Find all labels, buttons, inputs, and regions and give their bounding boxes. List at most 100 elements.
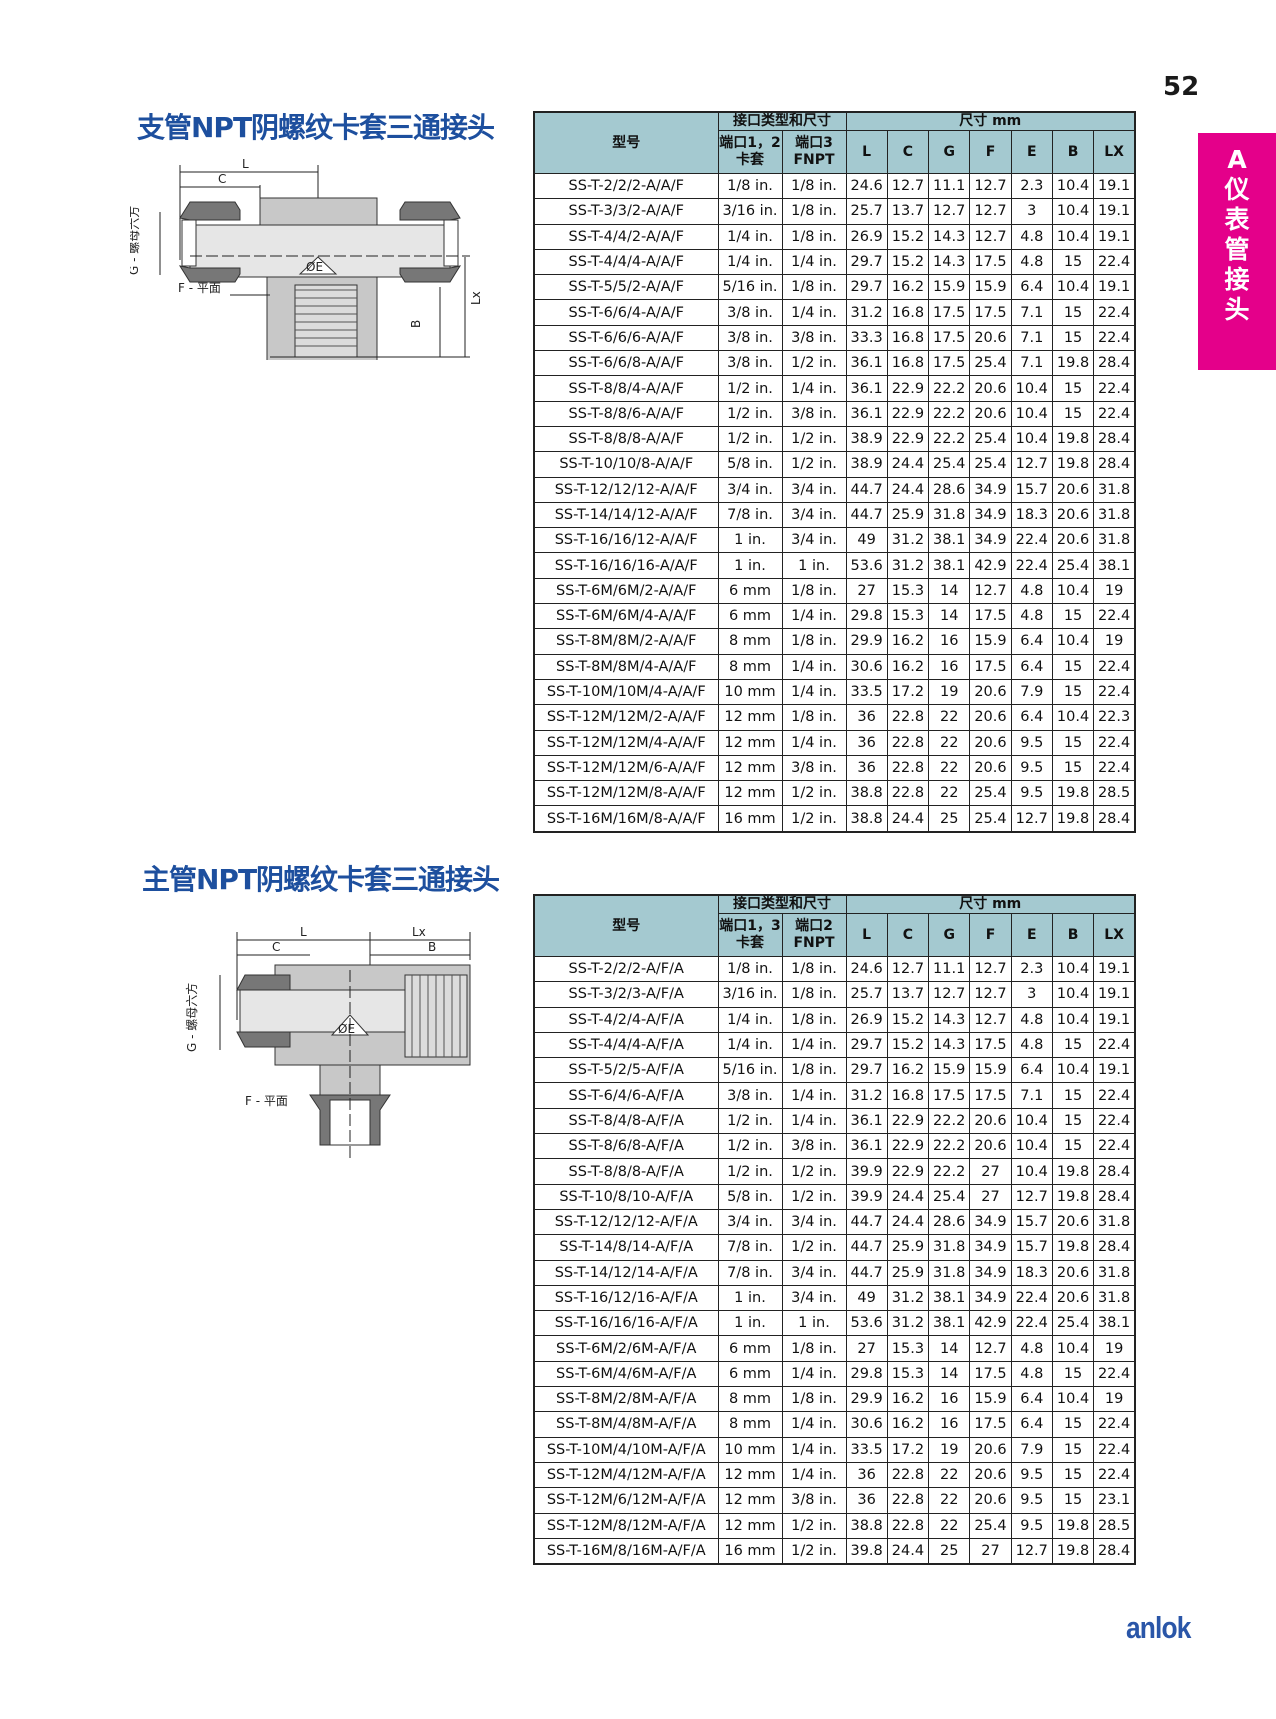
header-model: 型号 bbox=[533, 894, 719, 957]
cell-dim-b: 10.4 bbox=[1051, 704, 1095, 731]
cell-model: SS-T-4/4/2-A/A/F bbox=[533, 223, 719, 250]
cell-dim-lx: 22.4 bbox=[1093, 653, 1136, 680]
cell-model: SS-T-2/2/2-A/F/A bbox=[533, 955, 719, 983]
cell-dim-lx: 19.1 bbox=[1093, 981, 1136, 1008]
cell-dim-g: 38.1 bbox=[928, 552, 971, 579]
cell-port-b: 3/8 in. bbox=[781, 1487, 847, 1514]
cell-dim-f: 25.4 bbox=[969, 451, 1012, 478]
cell-port-a: 10 mm bbox=[717, 1436, 783, 1463]
cell-dim-b: 10.4 bbox=[1051, 955, 1095, 983]
cell-port-b: 1/8 in. bbox=[781, 274, 847, 301]
cell-model: SS-T-12M/12M/4-A/A/F bbox=[533, 729, 719, 756]
cell-port-b: 1/8 in. bbox=[781, 955, 847, 983]
cell-port-a: 6 mm bbox=[717, 603, 783, 630]
cell-port-b: 1/8 in. bbox=[781, 172, 847, 200]
cell-dim-e: 7.9 bbox=[1010, 1436, 1053, 1463]
dim-label-e: ØE bbox=[306, 260, 323, 274]
dim-label-c: C bbox=[272, 940, 280, 954]
cell-dim-f: 34.9 bbox=[969, 1234, 1012, 1261]
cell-port-b: 1/4 in. bbox=[781, 678, 847, 706]
cell-dim-b: 15 bbox=[1051, 603, 1095, 630]
cell-dim-c: 16.2 bbox=[886, 628, 930, 655]
cell-dim-g: 25.4 bbox=[928, 1183, 971, 1210]
cell-port-a: 1/4 in. bbox=[717, 1031, 783, 1059]
cell-dim-g: 14 bbox=[928, 1360, 971, 1388]
cell-dim-g: 14.3 bbox=[928, 248, 971, 276]
cell-dim-g: 25.4 bbox=[928, 451, 971, 478]
cell-dim-c: 24.4 bbox=[886, 476, 930, 503]
cell-dim-e: 7.1 bbox=[1010, 324, 1053, 352]
cell-port-b: 1/4 in. bbox=[781, 1082, 847, 1109]
cell-dim-g: 16 bbox=[928, 1386, 971, 1413]
cell-dim-c: 25.9 bbox=[886, 501, 930, 529]
cell-dim-l: 44.7 bbox=[845, 1259, 888, 1286]
cell-dim-lx: 22.3 bbox=[1093, 704, 1136, 731]
cell-dim-c: 24.4 bbox=[886, 1208, 930, 1236]
cell-port-b: 1/2 in. bbox=[781, 1537, 847, 1565]
cell-port-b: 3/8 in. bbox=[781, 400, 847, 427]
chapter-char: 接 bbox=[1224, 265, 1250, 294]
cell-port-a: 5/16 in. bbox=[717, 274, 783, 301]
cell-port-a: 12 mm bbox=[717, 1487, 783, 1514]
cell-dim-c: 25.9 bbox=[886, 1259, 930, 1286]
cell-dim-c: 31.2 bbox=[886, 527, 930, 554]
header-port-a-line: 卡套 bbox=[736, 935, 764, 951]
cell-port-a: 1 in. bbox=[717, 1310, 783, 1337]
cell-port-b: 1/4 in. bbox=[781, 729, 847, 756]
cell-dim-e: 6.4 bbox=[1010, 1386, 1053, 1413]
cell-dim-lx: 22.4 bbox=[1093, 324, 1136, 352]
header-row: 型号接口类型和尺寸尺寸 mm bbox=[533, 894, 1136, 957]
cell-model: SS-T-12M/12M/8-A/A/F bbox=[533, 780, 719, 807]
cell-port-a: 6 mm bbox=[717, 1360, 783, 1388]
cell-dim-g: 22 bbox=[928, 1461, 971, 1489]
cell-dim-e: 4.8 bbox=[1010, 1006, 1053, 1033]
cell-port-a: 7/8 in. bbox=[717, 1259, 783, 1286]
cell-port-b: 3/4 in. bbox=[781, 1259, 847, 1286]
cell-dim-lx: 23.1 bbox=[1093, 1487, 1136, 1514]
cell-dim-lx: 28.4 bbox=[1093, 350, 1136, 377]
cell-dim-g: 22 bbox=[928, 1512, 971, 1539]
cell-dim-lx: 19 bbox=[1093, 1335, 1136, 1362]
cell-port-a: 3/4 in. bbox=[717, 476, 783, 503]
header-model: 型号 bbox=[533, 111, 719, 174]
cell-dim-lx: 28.4 bbox=[1093, 451, 1136, 478]
header-dim-l: L bbox=[845, 130, 888, 174]
cell-dim-l: 44.7 bbox=[845, 1234, 888, 1261]
cell-dim-b: 10.4 bbox=[1051, 1057, 1095, 1084]
cell-dim-lx: 28.4 bbox=[1093, 1537, 1136, 1565]
cell-dim-g: 14.3 bbox=[928, 223, 971, 250]
cell-port-b: 1/8 in. bbox=[781, 577, 847, 605]
cell-dim-b: 15 bbox=[1051, 248, 1095, 276]
cell-dim-f: 25.4 bbox=[969, 425, 1012, 453]
cell-dim-g: 22.2 bbox=[928, 1133, 971, 1160]
cell-dim-g: 15.9 bbox=[928, 1057, 971, 1084]
cell-dim-g: 25 bbox=[928, 1537, 971, 1565]
header-dim-group: 尺寸 mm bbox=[845, 894, 1136, 914]
cell-model: SS-T-5/2/5-A/F/A bbox=[533, 1057, 719, 1084]
branch-tee-diagram: L C ØE G - 螺母六方 F - 平面 B Lx bbox=[130, 157, 483, 360]
cell-dim-e: 10.4 bbox=[1010, 1133, 1053, 1160]
cell-dim-g: 15.9 bbox=[928, 274, 971, 301]
cell-model: SS-T-14/12/14-A/F/A bbox=[533, 1259, 719, 1286]
cell-dim-lx: 22.4 bbox=[1093, 1461, 1136, 1489]
cell-dim-l: 36.1 bbox=[845, 1133, 888, 1160]
cell-dim-g: 22 bbox=[928, 754, 971, 782]
header-port-b-line: FNPT bbox=[793, 935, 835, 951]
cell-dim-b: 15 bbox=[1051, 1461, 1095, 1489]
cell-dim-b: 15 bbox=[1051, 1487, 1095, 1514]
cell-dim-b: 19.8 bbox=[1051, 1234, 1095, 1261]
cell-dim-l: 44.7 bbox=[845, 501, 888, 529]
chapter-letter: A bbox=[1227, 145, 1247, 174]
